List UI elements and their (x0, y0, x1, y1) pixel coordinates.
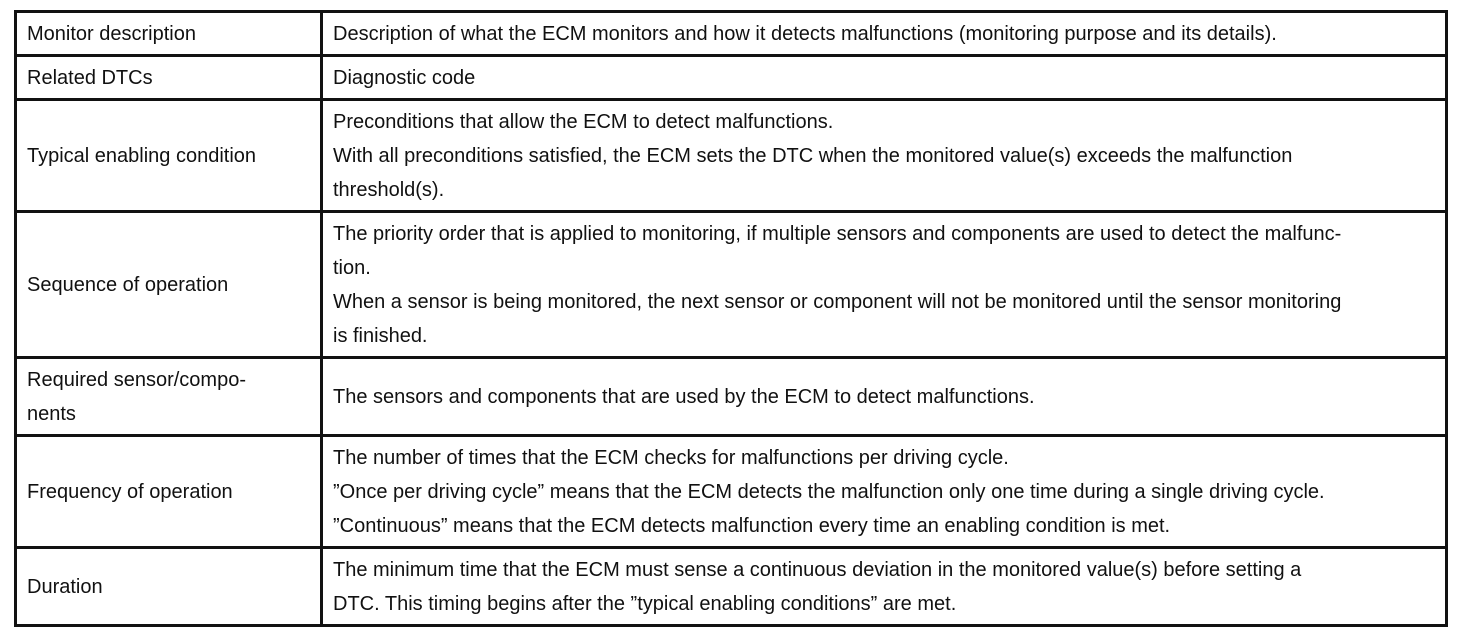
row-label-cell: Related DTCs (14, 54, 323, 101)
row-label: Required sensor/compo- (27, 369, 246, 391)
row-description-cell: Description of what the ECM monitors and… (320, 10, 1448, 57)
description-line: ”Once per driving cycle” means that the … (333, 481, 1325, 503)
row-description-cell: The number of times that the ECM checks … (320, 434, 1448, 549)
table-row: Duration The minimum time that the ECM m… (14, 546, 1448, 627)
description-line: tion. (333, 257, 371, 279)
description-line: Preconditions that allow the ECM to dete… (333, 111, 834, 133)
table-row: Frequency of operation The number of tim… (14, 434, 1448, 549)
table-row: Monitor description Description of what … (14, 10, 1448, 57)
description-line: ”Continuous” means that the ECM detects … (333, 515, 1171, 537)
row-label: Typical enabling condition (27, 145, 257, 167)
row-label: Frequency of operation (27, 481, 233, 503)
description-line: The number of times that the ECM checks … (333, 447, 1009, 469)
row-label: Monitor description (27, 23, 196, 45)
row-label-cell: Frequency of operation (14, 434, 323, 549)
table-row: Required sensor/compo- nents The sensors… (14, 356, 1448, 437)
description-line: Diagnostic code (333, 67, 476, 89)
row-description-cell: The minimum time that the ECM must sense… (320, 546, 1448, 627)
row-label: Sequence of operation (27, 274, 229, 296)
row-description-cell: The priority order that is applied to mo… (320, 210, 1448, 359)
row-label: Related DTCs (27, 67, 153, 89)
description-line: The minimum time that the ECM must sense… (333, 559, 1302, 581)
row-description-cell: The sensors and components that are used… (320, 356, 1448, 437)
description-line: Description of what the ECM monitors and… (333, 23, 1277, 45)
description-line: The priority order that is applied to mo… (333, 223, 1342, 245)
description-line: threshold(s). (333, 179, 445, 201)
row-label-continued: nents (27, 403, 76, 425)
description-line: With all preconditions satisfied, the EC… (333, 145, 1293, 167)
description-line: is finished. (333, 325, 428, 347)
row-description-cell: Diagnostic code (320, 54, 1448, 101)
row-label-cell: Sequence of operation (14, 210, 323, 359)
row-label: Duration (27, 576, 103, 598)
monitor-definitions-table: Monitor description Description of what … (14, 10, 1448, 627)
table-row: Typical enabling condition Preconditions… (14, 98, 1448, 213)
monitor-definitions-table-container: Monitor description Description of what … (14, 10, 1448, 627)
row-label-cell: Monitor description (14, 10, 323, 57)
table-row: Sequence of operation The priority order… (14, 210, 1448, 359)
row-label-cell: Typical enabling condition (14, 98, 323, 213)
description-line: The sensors and components that are used… (333, 386, 1035, 408)
description-line: DTC. This timing begins after the ”typic… (333, 593, 957, 615)
description-line: When a sensor is being monitored, the ne… (333, 291, 1342, 313)
table-row: Related DTCs Diagnostic code (14, 54, 1448, 101)
row-label-cell: Required sensor/compo- nents (14, 356, 323, 437)
row-description-cell: Preconditions that allow the ECM to dete… (320, 98, 1448, 213)
row-label-cell: Duration (14, 546, 323, 627)
